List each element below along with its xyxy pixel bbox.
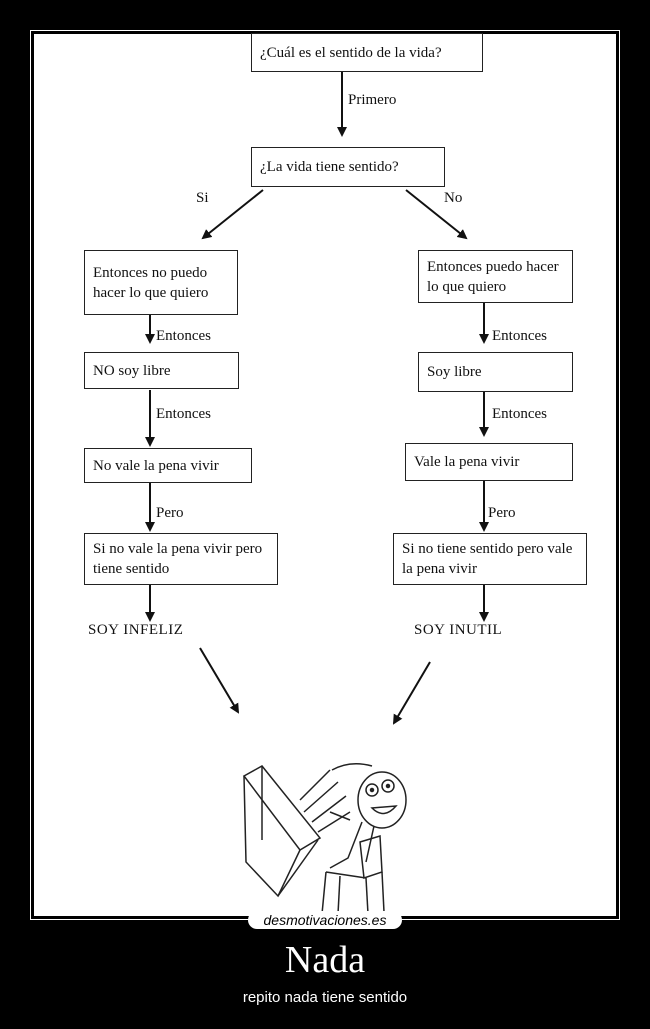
right-step2-box: Soy libre <box>418 352 573 392</box>
second-question-box: ¿La vida tiene sentido? <box>251 147 445 187</box>
poster-title: Nada <box>284 939 366 981</box>
si-label: Si <box>196 190 209 206</box>
left-step3-text: No vale la pena vivir <box>93 457 219 474</box>
left-step2-box: NO soy libre <box>84 352 239 389</box>
right-step3-box: Vale la pena vivir <box>405 443 573 481</box>
question-text: ¿Cuál es el sentido de la vida? <box>260 44 442 61</box>
arrow-infeliz <box>199 647 240 714</box>
table-flip-illustration <box>242 763 407 915</box>
left-step3-box: No vale la pena vivir <box>84 448 252 483</box>
question-box: ¿Cuál es el sentido de la vida? <box>251 33 483 72</box>
arrow-inutil <box>392 661 431 725</box>
right-step2-text: Soy libre <box>427 364 482 380</box>
poster-subtitle: repito nada tiene sentido <box>242 989 408 1006</box>
right-arrow1-label: Entonces <box>492 328 547 344</box>
arrow-no <box>405 189 468 240</box>
left-arrow3-label: Pero <box>156 505 184 521</box>
right-arrow2-label: Entonces <box>492 406 547 422</box>
left-step1-box: Entonces no puedo hacer lo que quiero <box>84 250 238 315</box>
arrow-si <box>201 189 264 240</box>
right-step4-box: Si no tiene sentido pero vale la pena vi… <box>393 533 587 585</box>
right-arrow3-label: Pero <box>488 505 516 521</box>
right-step3-text: Vale la pena vivir <box>414 454 520 470</box>
left-step1-text: Entonces no puedo hacer lo que quiero <box>93 264 209 301</box>
right-step4-text: Si no tiene sentido pero vale la pena vi… <box>402 541 573 577</box>
watermark-badge[interactable]: desmotivaciones.es <box>248 911 402 929</box>
right-step1-box: Entonces puedo hacer lo que quiero <box>418 250 573 303</box>
left-step2-text: NO soy libre <box>93 362 171 379</box>
left-result: SOY INFELIZ <box>88 622 184 638</box>
left-step4-box: Si no vale la pena vivir pero tiene sent… <box>84 533 278 585</box>
left-arrow2-label: Entonces <box>156 406 211 422</box>
second-question-text: ¿La vida tiene sentido? <box>260 159 399 175</box>
no-label: No <box>444 190 463 206</box>
primero-label: Primero <box>348 92 397 108</box>
right-step1-text: Entonces puedo hacer lo que quiero <box>427 258 559 295</box>
left-arrow1-label: Entonces <box>156 328 211 344</box>
right-result: SOY INUTIL <box>414 622 503 638</box>
left-step4-text: Si no vale la pena vivir pero tiene sent… <box>93 541 263 577</box>
